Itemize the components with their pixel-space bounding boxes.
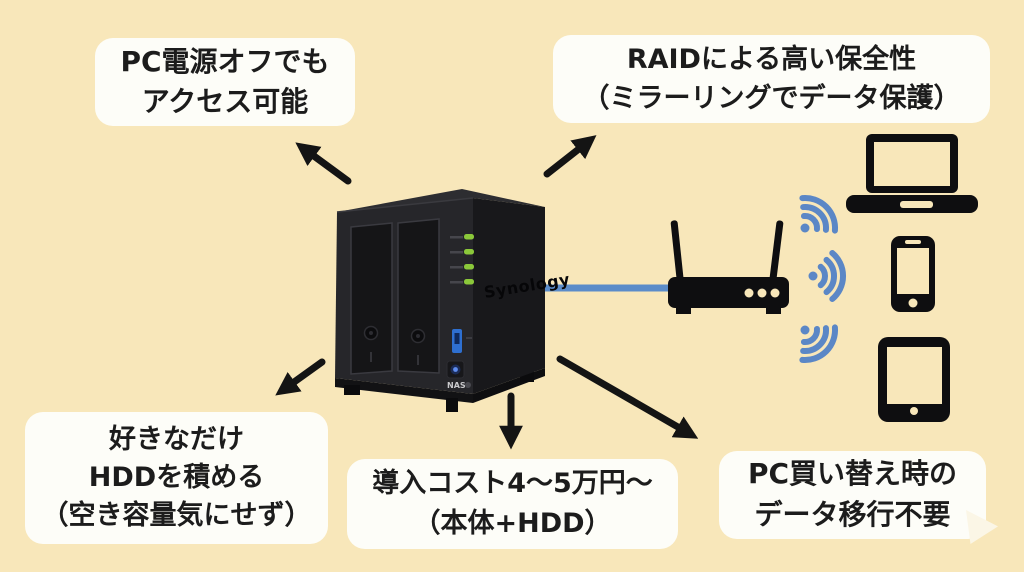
laptop-icon	[846, 134, 978, 213]
arrow-to-top-right-icon	[543, 135, 597, 178]
callout-text-line: （ミラーリングでデータ保護）	[582, 83, 961, 114]
arrow-to-bottom-right-icon	[556, 355, 699, 439]
callout-text-line: HDDを積める	[88, 461, 265, 493]
arrow-to-bottom-left-icon	[275, 358, 326, 396]
callout-text-line: PC買い替え時の	[747, 457, 958, 491]
smartphone-icon	[891, 236, 935, 312]
wifi-icon	[809, 253, 844, 299]
nas-device-icon: NAS Synology	[335, 189, 571, 412]
callout-text-line: （空き容量気にせず）	[41, 500, 312, 532]
callout-text-line: アクセス可能	[141, 85, 309, 118]
callout-text-line: （本体+HDD）	[413, 508, 612, 539]
tablet-icon	[878, 337, 950, 422]
status-leds	[450, 234, 474, 285]
callout-text-line: PC電源オフでも	[120, 45, 330, 79]
router-icon	[668, 220, 789, 314]
drive-bay-2	[397, 218, 440, 374]
power-button	[446, 360, 465, 379]
arrow-to-top-left-icon	[295, 142, 352, 185]
usb-port	[452, 329, 472, 353]
callout-cost: 導入コスト4〜5万円〜 （本体+HDD）	[347, 459, 678, 549]
callout-text-line: RAIDによる高い保全性	[626, 43, 917, 75]
wifi-icon	[786, 190, 843, 247]
nas-front-label: NAS	[447, 381, 466, 390]
wifi-icon	[786, 311, 843, 368]
callout-migration: PC買い替え時の データ移行不要	[719, 451, 986, 539]
callout-raid: RAIDによる高い保全性 （ミラーリングでデータ保護）	[553, 35, 990, 123]
nas-side-face	[473, 198, 545, 394]
callout-text-line: 導入コスト4〜5万円〜	[372, 467, 653, 499]
callout-text-line: 好きなだけ	[109, 423, 244, 455]
arrows	[275, 135, 699, 450]
drive-bay-1	[350, 222, 393, 375]
callout-text-line: データ移行不要	[754, 498, 951, 531]
callout-power-off: PC電源オフでも アクセス可能	[95, 38, 355, 126]
callout-hdd-capacity: 好きなだけ HDDを積める （空き容量気にせず）	[25, 412, 328, 544]
